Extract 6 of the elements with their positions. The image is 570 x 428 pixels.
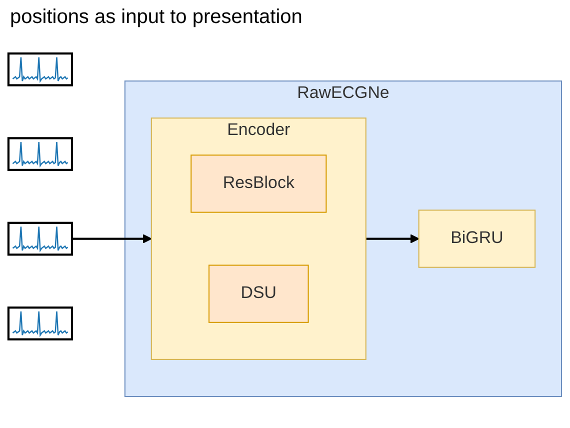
arrow: [72, 234, 152, 244]
arrow: [366, 234, 420, 244]
node-box: BiGRU: [418, 210, 536, 268]
note-text: positions as input to presentation: [10, 6, 304, 29]
node-box: DSU: [208, 264, 309, 323]
node-box: ResBlock: [190, 154, 327, 213]
